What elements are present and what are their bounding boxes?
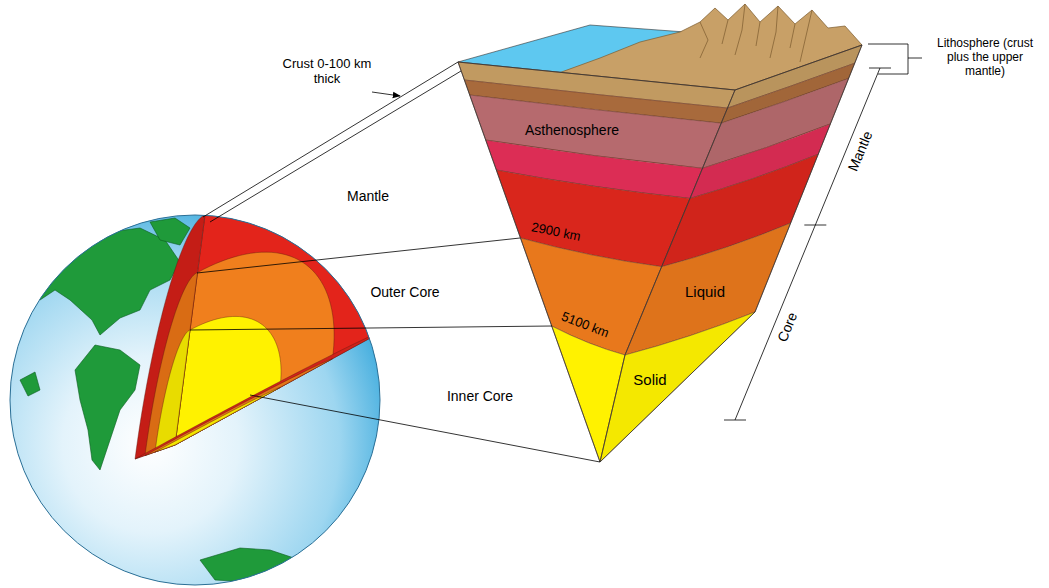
cut-back-face [175,188,387,445]
wedge-edge [600,45,862,462]
bracket-label: Core [774,310,800,344]
cut-back-face [175,252,334,445]
leader-line [190,326,552,330]
bracket-label: Mantle [845,129,876,174]
leader-line [250,395,600,462]
callout-label: Crust 0-100 km thick [275,57,380,87]
globe-outline [10,215,380,585]
leader-line [197,238,520,273]
cut-floor-face [145,359,333,456]
continent [75,345,140,470]
layer-label: Solid [633,371,666,388]
bracket-tick [804,225,826,226]
cut-back-face [175,316,281,445]
cut-left-face [145,273,198,456]
globe-cutaway [135,188,387,459]
mountain-ridge [722,20,728,44]
bracket-label: Lithosphere (crust plus the upper mantle… [930,37,1040,78]
section-label: Inner Core [447,388,513,404]
layer-label: Liquid [685,283,725,300]
depth-bracket [735,68,880,420]
mountain-ridge [756,22,760,46]
wedge-edge [458,45,862,90]
wedge-edge [600,90,735,462]
mountain-ridge [735,4,745,55]
leader-line [210,71,461,222]
continent [150,218,190,245]
mountain-ridge [800,10,812,62]
earth-wedge [458,4,862,462]
bracket-tick [724,420,746,421]
section-label: Mantle [347,188,389,204]
mountain-ridge [770,6,778,58]
cut-floor-face [135,330,385,459]
lithosphere-bracket [868,44,922,74]
cut-left-face [135,215,205,459]
mountain-ridge [700,22,708,58]
layer-label: Asthenosphere [525,122,619,138]
mountain-ridge [790,24,795,48]
callout-arrow [372,92,400,96]
continent [20,372,40,396]
section-label: Outer Core [370,284,439,300]
bracket-tick [869,68,891,69]
